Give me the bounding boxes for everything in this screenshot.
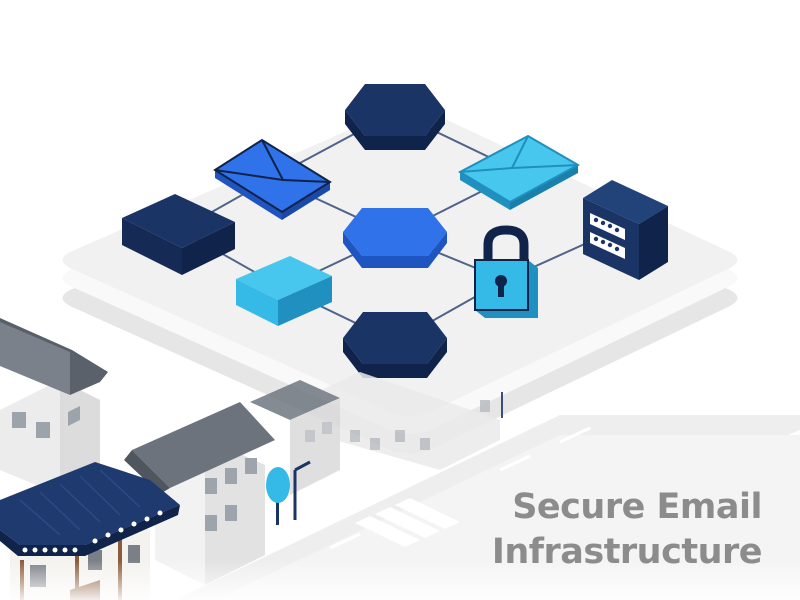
street-pole [293,460,311,520]
storage-block-navy [122,194,235,275]
street-tree [266,467,290,525]
hexagon-node-bottom [343,312,447,378]
hexagon-hub-blue [343,208,447,268]
town [0,318,800,600]
caption-line-1: Secure Email [512,487,762,527]
caption-line-2: Infrastructure [491,532,763,572]
email-envelope-blue-icon [213,138,332,220]
building-row [250,372,503,495]
server-icon [583,180,668,280]
lock-icon [474,225,538,318]
hexagon-node-top [345,84,445,150]
house-grey [0,318,108,495]
house-grey-middle [124,402,275,585]
street [175,415,800,600]
email-envelope-cyan-icon [457,134,581,210]
storage-block-cyan [236,256,332,326]
